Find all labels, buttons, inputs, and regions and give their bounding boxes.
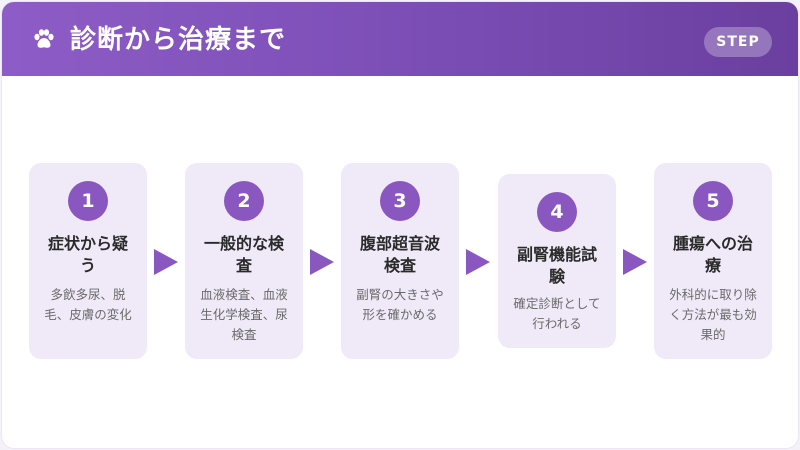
- step-desc-4: 確定診断として行われる: [513, 296, 601, 331]
- page-title: 診断から治療まで: [70, 25, 287, 55]
- step-card-4: 4 副腎機能試験 確定診断として行われる: [498, 174, 616, 348]
- step-card-3: 3 腹部超音波検査 副腎の大きさや形を確かめる: [341, 163, 459, 359]
- header-bar: 診断から治療まで STEP: [2, 2, 798, 76]
- step-card-2: 2 一般的な検査 血液検査、血液生化学検査、尿検査: [185, 163, 303, 359]
- step-number-4: 4: [537, 192, 577, 232]
- step-number-1: 1: [68, 181, 108, 221]
- step-desc-3: 副腎の大きさや形を確かめる: [356, 287, 444, 322]
- paw-icon: [34, 29, 54, 48]
- step-title-1: 症状から疑う: [47, 234, 128, 275]
- step-desc-5: 外科的に取り除く方法が最も効果的: [669, 287, 757, 342]
- arrow-icon: [623, 249, 647, 275]
- step-desc-2: 血液検査、血液生化学検査、尿検査: [200, 287, 288, 342]
- step-card-1: 1 症状から疑う 多飲多尿、脱毛、皮膚の変化: [29, 163, 147, 359]
- arrow-icon: [466, 249, 490, 275]
- arrow-icon: [154, 249, 178, 275]
- arrow-icon: [310, 249, 334, 275]
- step-number-2: 2: [224, 181, 264, 221]
- step-badge: STEP: [704, 27, 772, 57]
- step-title-3: 腹部超音波検査: [359, 234, 440, 275]
- step-title-2: 一般的な検査: [203, 234, 284, 275]
- step-number-5: 5: [693, 181, 733, 221]
- step-title-4: 副腎機能試験: [516, 245, 597, 286]
- step-desc-1: 多飲多尿、脱毛、皮膚の変化: [44, 287, 132, 322]
- step-title-5: 腫瘍への治療: [672, 234, 753, 275]
- step-card-5: 5 腫瘍への治療 外科的に取り除く方法が最も効果的: [654, 163, 772, 359]
- step-number-3: 3: [380, 181, 420, 221]
